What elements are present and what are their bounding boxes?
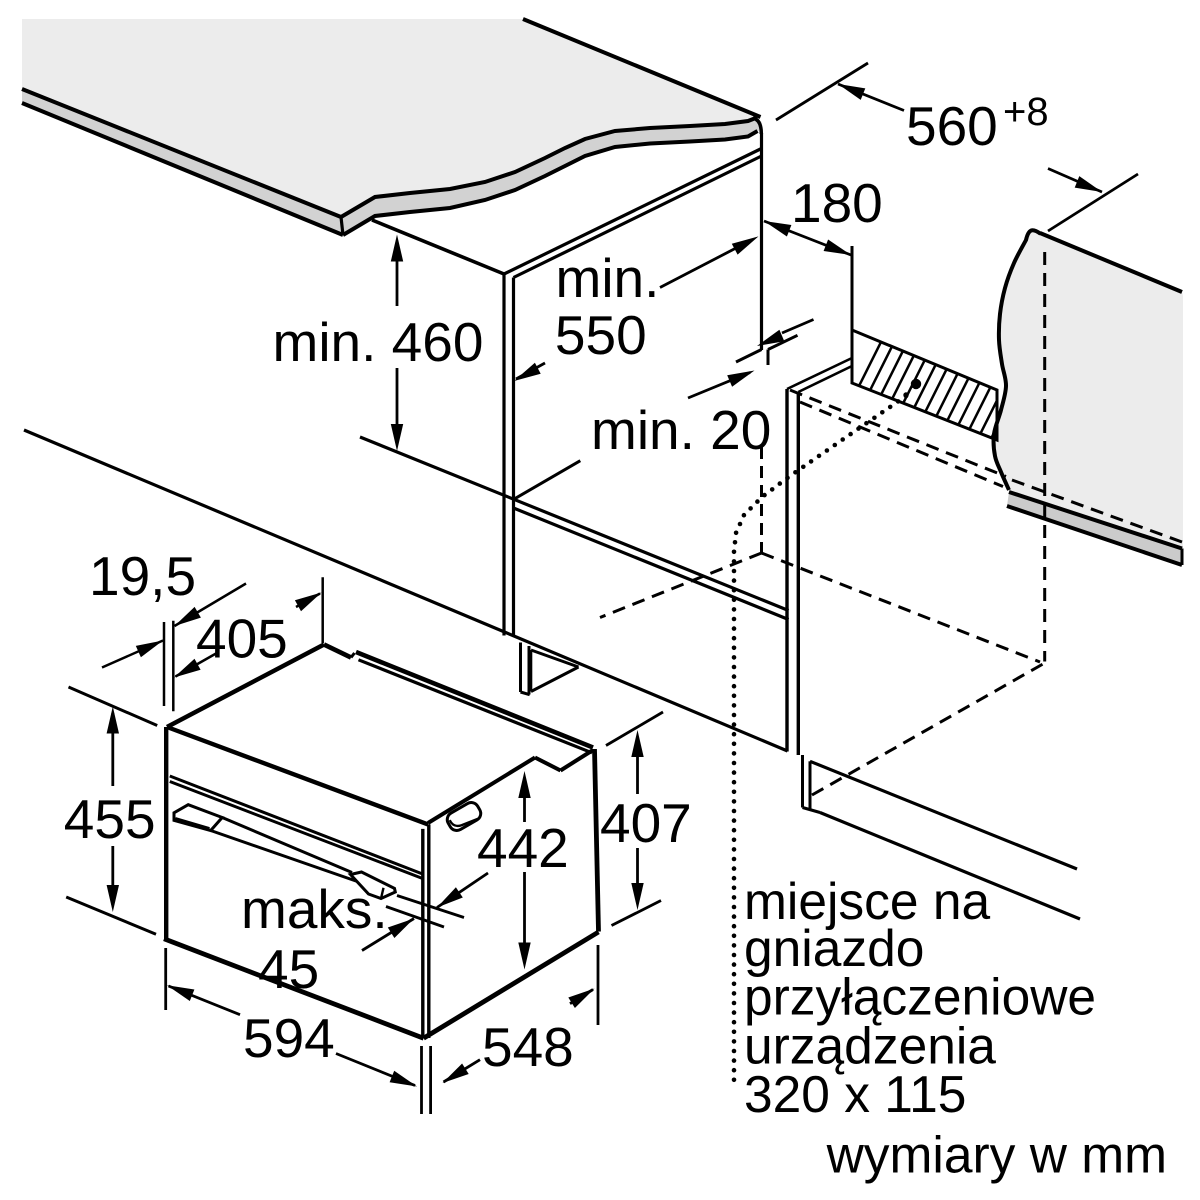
svg-text:594: 594	[243, 1007, 335, 1069]
svg-text:miejsce na: miejsce na	[744, 872, 991, 930]
svg-text:548: 548	[482, 1016, 574, 1078]
svg-text:405: 405	[196, 608, 288, 670]
svg-text:320 x 115: 320 x 115	[744, 1065, 966, 1123]
svg-text:urządzenia: urządzenia	[744, 1016, 996, 1074]
svg-text:407: 407	[600, 792, 692, 854]
svg-text:min.: min.	[556, 247, 660, 309]
svg-text:wymiary w mm: wymiary w mm	[826, 1125, 1167, 1183]
svg-text:+8: +8	[1003, 90, 1049, 134]
svg-text:min. 460: min. 460	[273, 311, 484, 373]
svg-text:19,5: 19,5	[89, 545, 196, 607]
svg-text:560: 560	[906, 95, 998, 157]
svg-text:455: 455	[64, 788, 156, 850]
svg-text:gniazdo: gniazdo	[744, 919, 924, 977]
svg-text:maks.: maks.	[241, 878, 388, 940]
svg-text:550: 550	[555, 304, 647, 366]
svg-text:180: 180	[791, 172, 883, 234]
svg-text:442: 442	[477, 817, 569, 879]
svg-text:przyłączeniowe: przyłączeniowe	[744, 968, 1096, 1026]
svg-text:min. 20: min. 20	[591, 399, 771, 461]
svg-text:45: 45	[258, 938, 319, 1000]
